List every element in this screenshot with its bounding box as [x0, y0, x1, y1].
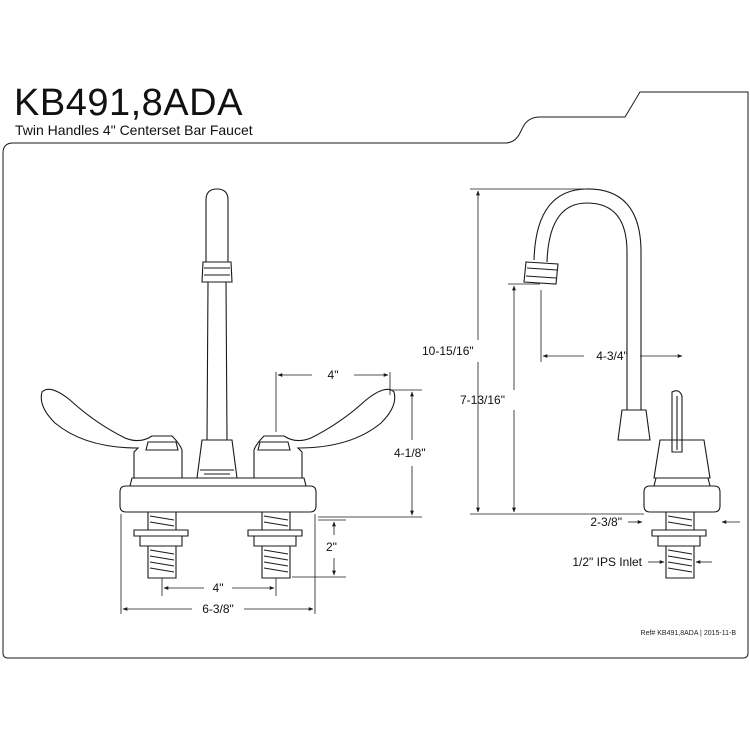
dim-height-to-handle: 4-1/8" — [394, 446, 426, 460]
reference-number: Ref# KB491,8ADA | 2015-11-B — [640, 630, 736, 637]
side-view-faucet — [523, 188, 721, 579]
dim-shank-length: 2" — [326, 540, 337, 554]
dim-base-depth: 2-3/8" — [590, 515, 622, 529]
front-dimension-lines — [120, 372, 422, 614]
dim-inlet-spacing: 4" — [213, 581, 224, 595]
dim-overall-height: 10-15/16" — [422, 344, 474, 358]
dim-spout-height: 7-13/16" — [460, 393, 505, 407]
drawing-frame — [2, 91, 749, 659]
front-view-faucet — [40, 188, 396, 579]
dim-spout-reach: 4-3/4" — [596, 349, 628, 363]
model-number-title: KB491,8ADA — [14, 82, 243, 124]
product-subtitle: Twin Handles 4" Centerset Bar Faucet — [15, 122, 253, 138]
dim-inlet-size: 1/2" IPS Inlet — [572, 555, 642, 569]
dim-base-width: 6-3/8" — [202, 602, 234, 616]
side-dimension-lines — [470, 188, 740, 564]
dim-handle-spacing: 4" — [328, 368, 339, 382]
